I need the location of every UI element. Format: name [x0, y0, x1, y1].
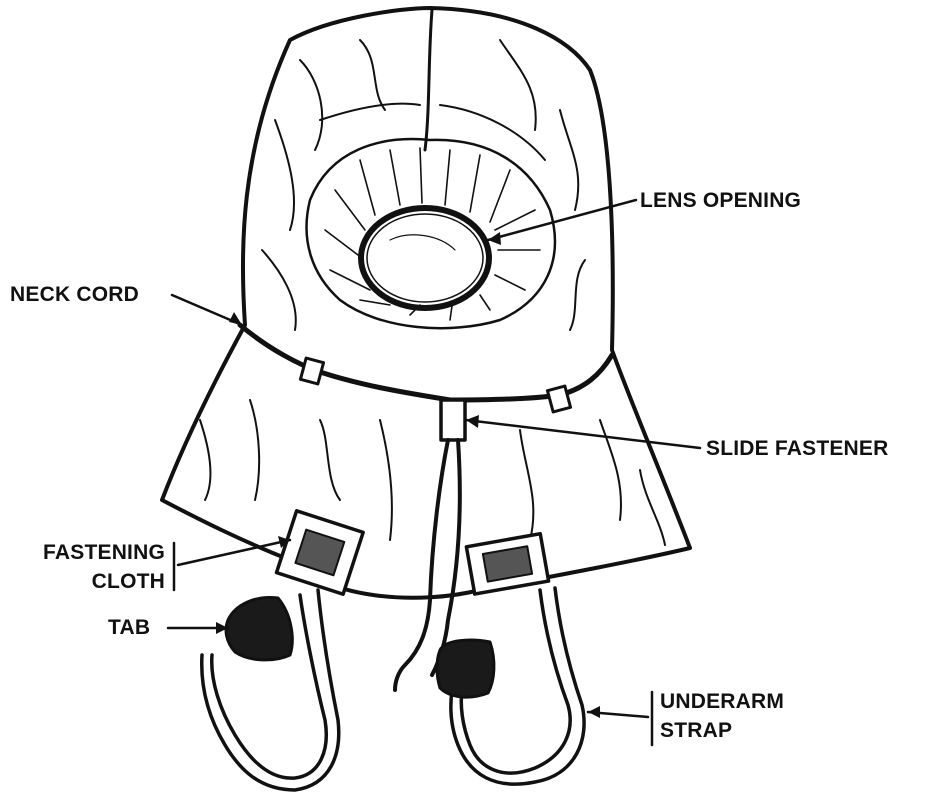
label-lens-opening: LENS OPENING	[640, 189, 801, 213]
cord-loop-right	[547, 386, 570, 412]
label-neck-cord: NECK CORD	[10, 283, 139, 307]
cord-loop-left	[300, 358, 323, 384]
label-tab: TAB	[108, 616, 150, 640]
label-underarm-strap-line2: STRAP	[660, 719, 732, 743]
label-fastening-cloth-line2: CLOTH	[8, 570, 165, 594]
hood-outline	[162, 8, 690, 598]
label-slide-fastener: SLIDE FASTENER	[706, 437, 889, 461]
label-fastening-cloth-line1: FASTENING	[8, 541, 165, 565]
label-underarm-strap-line1: UNDERARM	[660, 690, 784, 714]
tab-left	[226, 597, 292, 659]
slide-fastener	[441, 400, 465, 440]
tab-right	[437, 640, 494, 697]
